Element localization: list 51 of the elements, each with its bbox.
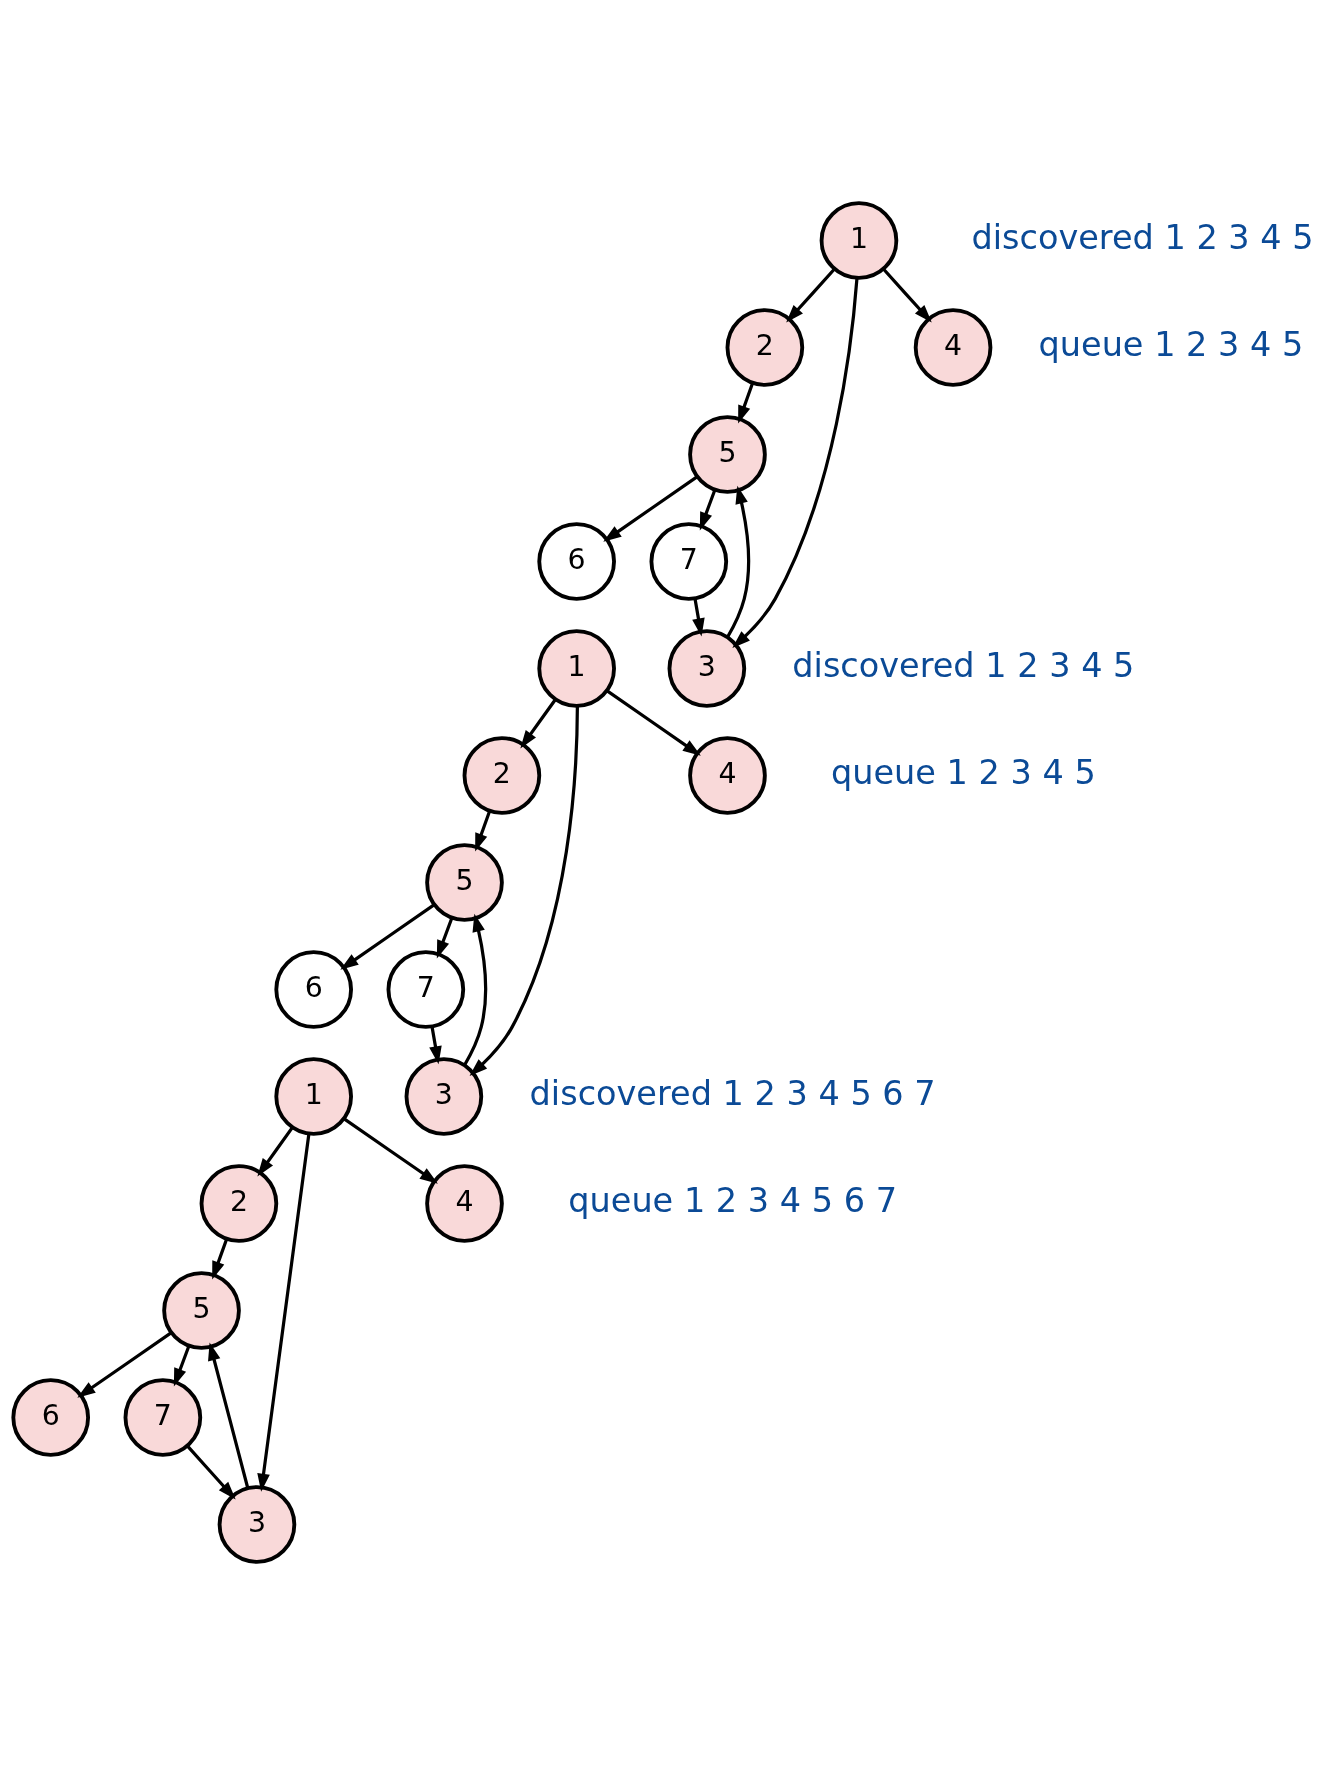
node-circle: 6 — [537, 522, 616, 601]
label: discovered 1 2 3 4 5 — [971, 217, 1314, 257]
label: queue 1 2 3 4 5 — [1038, 324, 1304, 364]
arrow — [786, 268, 836, 323]
node-circle: 6 — [11, 1378, 91, 1457]
arrow — [605, 689, 701, 756]
arrow — [429, 1026, 442, 1065]
node-circle: 7 — [649, 522, 729, 601]
node-circle: 1 — [819, 201, 899, 280]
arrow — [212, 1238, 229, 1280]
node-circle: 5 — [425, 843, 504, 922]
arrow — [603, 475, 699, 542]
node-circle: 3 — [217, 1485, 297, 1564]
label: discovered 1 2 3 4 5 6 7 — [529, 1073, 936, 1113]
arrow — [186, 1445, 236, 1500]
arrow — [726, 485, 751, 639]
arrow — [173, 1345, 191, 1387]
node-circle: 2 — [462, 736, 542, 815]
node-circle: 5 — [688, 415, 767, 494]
arrow — [436, 917, 454, 959]
arrow — [257, 1133, 311, 1492]
label: queue 1 2 3 4 5 — [830, 752, 1096, 792]
label: discovered 1 2 3 4 5 — [792, 645, 1135, 685]
arrow — [475, 810, 492, 852]
arrow — [257, 1126, 294, 1177]
node-circle: 1 — [274, 1057, 353, 1136]
node-circle: 3 — [404, 1057, 484, 1136]
node-circle: 4 — [913, 308, 993, 387]
node-circle: 1 — [537, 629, 616, 708]
node-circle: 7 — [123, 1378, 203, 1457]
node-circle: 4 — [425, 1164, 504, 1243]
arrow — [699, 489, 717, 531]
arrow — [340, 903, 436, 970]
arrow — [463, 913, 488, 1067]
node-circle: 5 — [162, 1271, 241, 1350]
node-circle: 6 — [274, 950, 353, 1029]
arrow — [77, 1331, 173, 1398]
node-circle: 2 — [725, 308, 805, 387]
arrow — [208, 1342, 250, 1489]
arrow — [342, 1117, 438, 1184]
node-circle: 7 — [386, 950, 466, 1029]
arrow — [882, 268, 932, 323]
arrow — [469, 706, 579, 1077]
node-circle: 2 — [199, 1164, 279, 1243]
arrow — [692, 598, 705, 637]
arrow — [520, 698, 557, 749]
node-circle: 3 — [667, 629, 747, 708]
label: queue 1 2 3 4 5 6 7 — [568, 1180, 897, 1220]
arrow — [732, 278, 859, 649]
node-circle: 4 — [688, 736, 767, 815]
arrow — [738, 382, 755, 424]
